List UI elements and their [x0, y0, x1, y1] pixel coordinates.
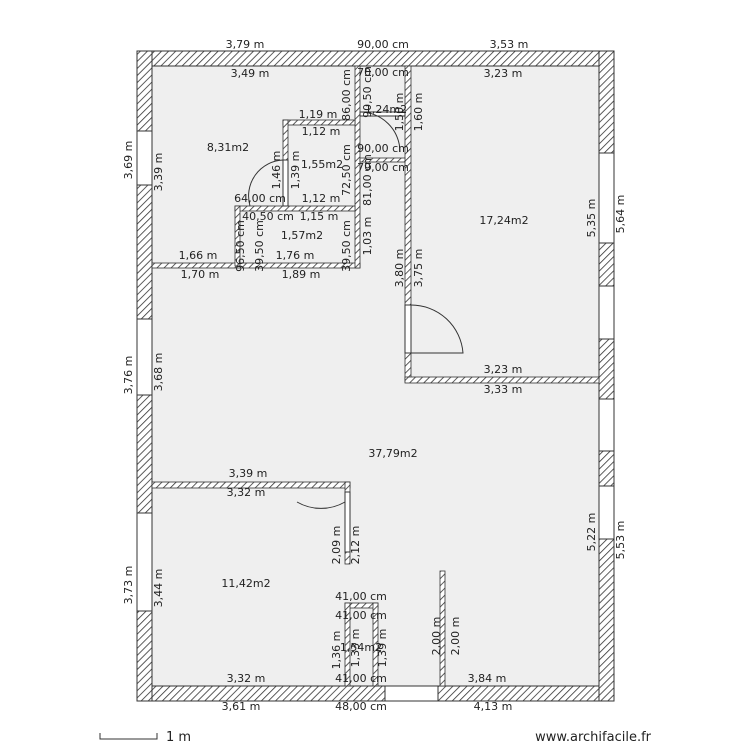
- window-right-1: [598, 152, 615, 244]
- dim-hall-top-b: 1,89 m: [282, 268, 321, 281]
- dim-top-ext-right: 3,53 m: [490, 38, 529, 51]
- dim-wc-top: 70,00 cm: [357, 66, 409, 79]
- dim-v-133: 1,33 m: [349, 629, 362, 668]
- dim-v-139b: 1,39 m: [376, 629, 389, 668]
- area-bath-top: 1,55m2: [301, 158, 343, 171]
- dim-v-146: 1,46 m: [270, 151, 283, 190]
- window-right-4: [598, 485, 615, 540]
- watermark: www.archifacile.fr: [535, 730, 651, 745]
- dim-sw-top-a: 3,39 m: [229, 467, 268, 480]
- dim-v-72: 72,50 cm: [340, 144, 353, 196]
- dim-left-ext-2: 3,76 m: [122, 356, 135, 395]
- dim-bath2-bot-b: 1,76 m: [276, 249, 315, 262]
- area-living: 37,79m2: [368, 447, 417, 460]
- area-bedroom-sw: 11,42m2: [221, 577, 270, 590]
- scale-label: 1 m: [166, 730, 191, 745]
- area-wc-small: 1,24m2: [365, 103, 407, 116]
- vertical-dimensions: 3,69 m 3,39 m 3,76 m 3,68 m 3,73 m 3,44 …: [122, 66, 627, 669]
- window-left-1: [136, 130, 153, 186]
- dim-v-136: 1,36 m: [330, 631, 343, 670]
- dim-left-int-3: 3,44 m: [152, 569, 165, 608]
- dim-v-200b: 2,00 m: [449, 617, 462, 656]
- dim-right-int-1: 5,35 m: [585, 199, 598, 238]
- dim-sw-top-b: 3,32 m: [227, 486, 266, 499]
- dim-top-ext-mid: 90,00 cm: [357, 38, 409, 51]
- dim-v-209: 2,09 m: [330, 526, 343, 565]
- door-bedroom-nw: [248, 159, 289, 207]
- entrance-door-opening: [384, 685, 439, 702]
- dim-wc2-top-a: 41,00 cm: [335, 590, 387, 603]
- area-bedroom-nw: 8,31m2: [207, 141, 249, 154]
- dim-bath-top-a: 1,19 m: [299, 108, 338, 121]
- dim-wc2-bottom: 41,00 cm: [335, 672, 387, 685]
- dim-bath2-top-a: 40,50 cm: [242, 210, 294, 223]
- dim-left-int-1: 3,39 m: [152, 153, 165, 192]
- scale-bar: 1 m: [99, 730, 191, 745]
- dim-top-int-right: 3,23 m: [484, 67, 523, 80]
- dim-v-81: 81,00 cm: [361, 154, 374, 206]
- dim-top-ext-left: 3,79 m: [226, 38, 265, 51]
- dim-v-86: 86,00 cm: [340, 69, 353, 121]
- area-wc-bottom: 1,54m2: [340, 641, 382, 654]
- dim-bottom-int-left: 3,32 m: [227, 672, 266, 685]
- dim-left-ext-3: 3,73 m: [122, 566, 135, 605]
- area-labels: 8,31m2 17,24m2 37,79m2 11,42m2 1,55m2 1,…: [207, 103, 529, 654]
- dim-bottom-ext-right: 4,13 m: [474, 700, 513, 713]
- window-left-2: [136, 318, 153, 396]
- dim-right-ext-1: 5,64 m: [614, 195, 627, 234]
- dim-top-int-left: 3,49 m: [231, 67, 270, 80]
- dim-bottom-ext-mid: 48,00 cm: [335, 700, 387, 713]
- dim-v-160: 1,60 m: [412, 93, 425, 132]
- dim-bath-mid-b: 64,00 cm: [234, 192, 286, 205]
- window-right-3: [598, 398, 615, 452]
- dim-wc2-top-b: 41,00 cm: [335, 609, 387, 622]
- dim-bath2-top-b: 1,15 m: [300, 210, 339, 223]
- dim-bath-top-b: 1,12 m: [302, 125, 341, 138]
- dim-bath2-bot-a: 1,66 m: [179, 249, 218, 262]
- area-room-ne: 17,24m2: [479, 214, 528, 227]
- dim-v-90: 90,50 cm: [361, 66, 374, 118]
- dim-v-139: 1,39 m: [289, 151, 302, 190]
- dim-v-39b: 39,50 cm: [340, 220, 353, 272]
- doors: [248, 111, 464, 553]
- windows: [136, 130, 615, 702]
- dim-v-212: 2,12 m: [349, 526, 362, 565]
- area-bath-bottom: 1,57m2: [281, 229, 323, 242]
- horizontal-dimensions: 3,79 m 90,00 cm 3,53 m 3,49 m 3,23 m 70,…: [179, 38, 529, 713]
- dim-right-int-2: 5,22 m: [585, 513, 598, 552]
- door-wc: [359, 111, 406, 153]
- interior-floor: [152, 66, 599, 686]
- window-left-3: [136, 512, 153, 612]
- dim-ne-bottom-a: 3,23 m: [484, 363, 523, 376]
- dim-ne-bottom-b: 3,33 m: [484, 383, 523, 396]
- dim-left-int-2: 3,68 m: [152, 353, 165, 392]
- door-bedroom-sw: [296, 491, 351, 553]
- window-right-2: [598, 285, 615, 340]
- dim-v-103: 1,03 m: [361, 217, 374, 256]
- dim-hall-top-a: 1,70 m: [181, 268, 220, 281]
- door-ne-room: [404, 304, 464, 354]
- dim-v-150: 1,50 m: [393, 93, 406, 132]
- dim-right-ext-2: 5,53 m: [614, 521, 627, 560]
- dim-bottom-int-right: 3,84 m: [468, 672, 507, 685]
- dim-bottom-ext-left: 3,61 m: [222, 700, 261, 713]
- dim-v-96: 96,50 cm: [234, 220, 247, 272]
- dim-bath-mid-a: 1,12 m: [302, 192, 341, 205]
- dim-v-39a: 39,50 cm: [253, 220, 266, 272]
- dim-wc-bottom: 79,00 cm: [357, 161, 409, 174]
- dim-wc-mid: 90,00 cm: [357, 142, 409, 155]
- dim-v-375: 3,75 m: [412, 249, 425, 288]
- dim-v-200a: 2,00 m: [430, 617, 443, 656]
- dim-v-380: 3,80 m: [393, 249, 406, 288]
- dim-left-ext-1: 3,69 m: [122, 141, 135, 180]
